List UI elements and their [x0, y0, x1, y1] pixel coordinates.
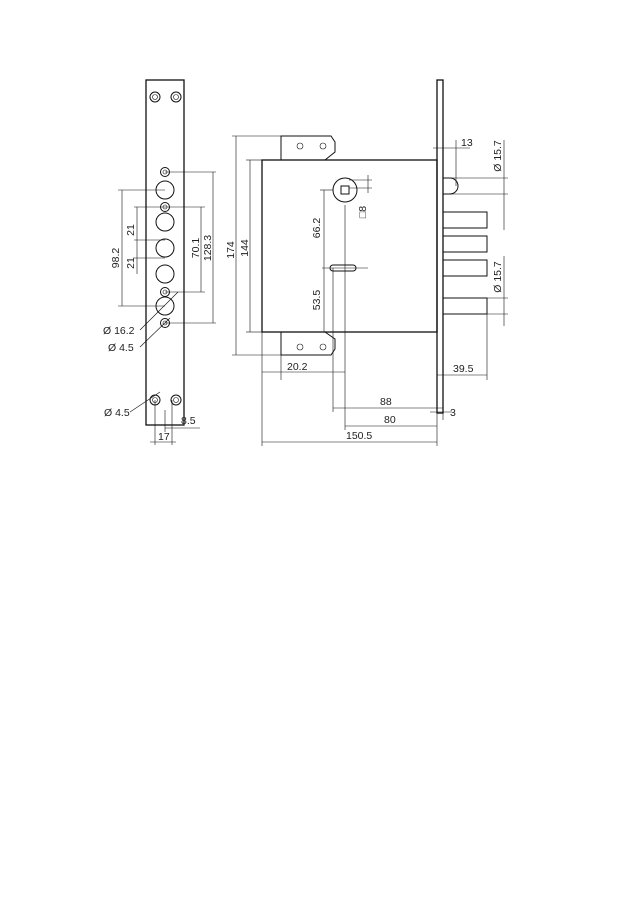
- cylinder-cam: [329, 264, 357, 272]
- faceplate-view: 98.2 21 21 70.1 128.3 Ø 16.2 Ø 4.5 Ø 4.5…: [103, 79, 216, 445]
- dim-17: 17: [158, 431, 170, 443]
- dead-bolts: [442, 211, 488, 315]
- dim-13: 13: [461, 137, 473, 149]
- dim-80: 80: [384, 414, 396, 426]
- dim-128-3: 128.3: [202, 235, 214, 261]
- dim-dia-16-2: Ø 16.2: [103, 325, 135, 337]
- dim-88: 88: [380, 396, 392, 408]
- dim-dia-15-7-bottom: Ø 15.7: [492, 261, 504, 293]
- dim-square-8: □8: [357, 206, 369, 218]
- dim-174: 174: [225, 241, 237, 259]
- dim-53-5: 53.5: [311, 290, 323, 311]
- faceplate-holes: [155, 167, 175, 328]
- front-plate: [436, 79, 444, 414]
- dim-150-5: 150.5: [346, 430, 372, 442]
- dim-dia-15-7-top: Ø 15.7: [492, 140, 504, 172]
- dim-144: 144: [239, 239, 251, 257]
- faceplate-bottom-screws: [149, 394, 182, 406]
- dim-66-2: 66.2: [311, 218, 323, 239]
- bottom-mounting-tab: [280, 331, 336, 356]
- faceplate-top-screws: [149, 91, 182, 103]
- dim-70-1: 70.1: [190, 238, 202, 259]
- dim-39-5: 39.5: [453, 363, 474, 375]
- lock-body-view: 174 144 66.2 53.5 □8 13 Ø 15.7 Ø 15.7 20…: [225, 79, 508, 446]
- top-mounting-tab: [280, 135, 336, 161]
- follower-hub: [332, 177, 358, 203]
- dim-8-5: 8.5: [181, 415, 196, 427]
- dim-3: 3: [450, 407, 456, 419]
- dim-20-2: 20.2: [287, 361, 308, 373]
- square-spindle-hole: [340, 185, 350, 195]
- dim-21-a: 21: [125, 224, 137, 236]
- dim-dia-4-5-a: Ø 4.5: [108, 342, 134, 354]
- dim-98-2: 98.2: [110, 248, 122, 269]
- faceplate-outline: [145, 79, 185, 426]
- dim-21-b: 21: [125, 257, 137, 269]
- dim-dia-4-5-b: Ø 4.5: [104, 407, 130, 419]
- faceplate-dimension-lines: [118, 171, 216, 445]
- lockbody-dimension-lines: [232, 135, 508, 446]
